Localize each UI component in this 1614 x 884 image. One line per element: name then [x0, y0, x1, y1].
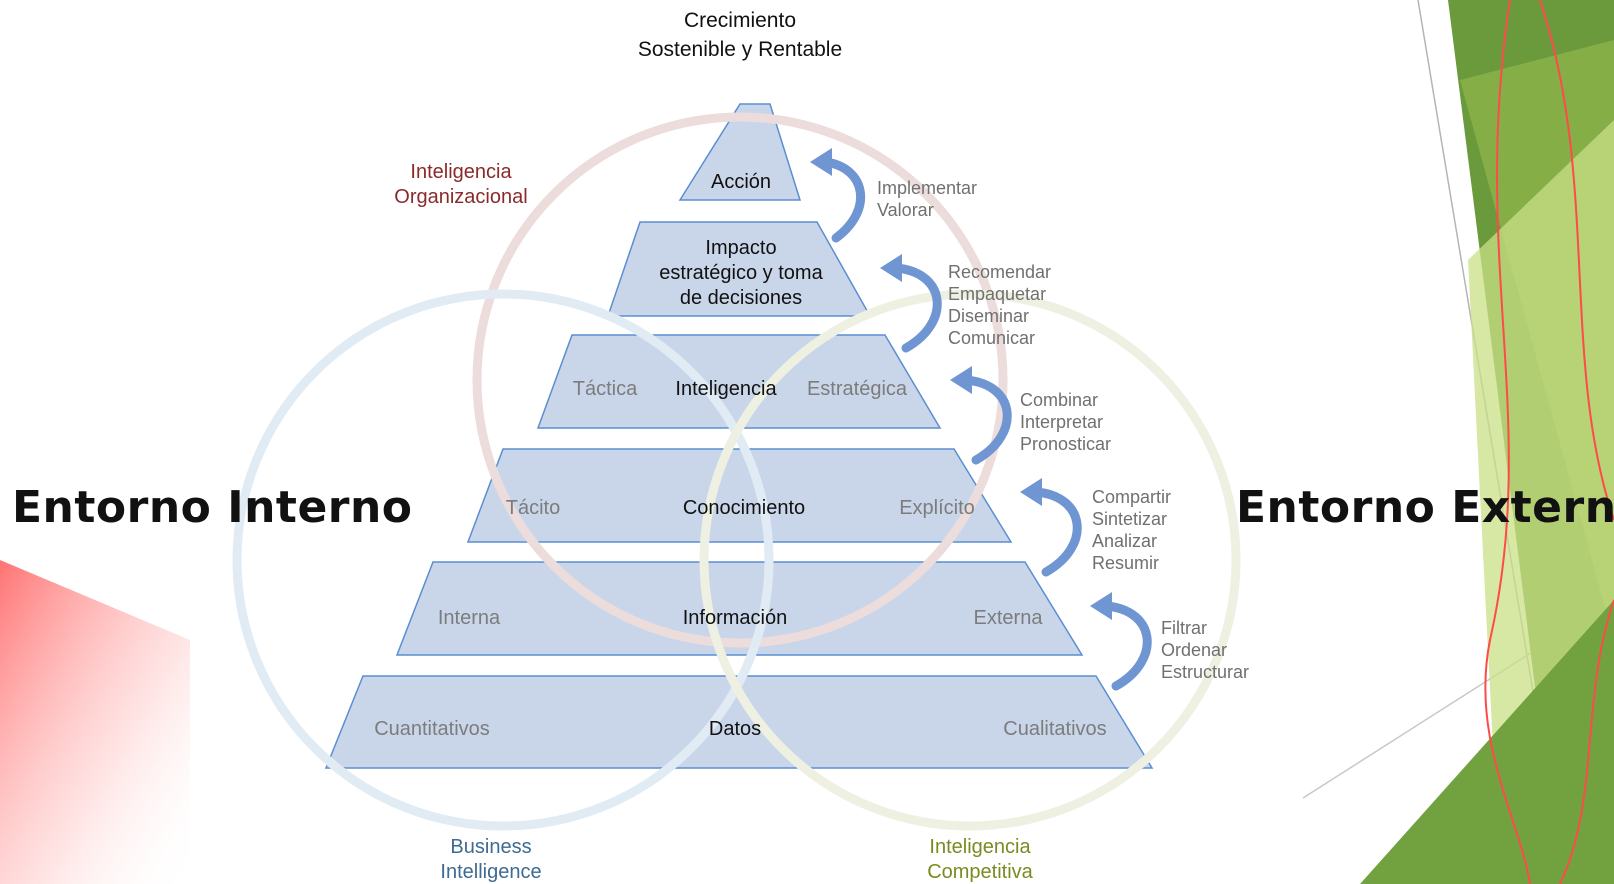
process-compartir-line4: Resumir [1092, 553, 1159, 573]
process-combinar-line1: Combinar [1020, 390, 1098, 410]
level-informacion-left: Interna [438, 607, 501, 629]
circle-organizational-intelligence [472, 112, 1008, 648]
process-combinar-line2: Interpretar [1020, 412, 1103, 432]
competitive-intelligence-label-line2: Competitiva [927, 861, 1033, 883]
organizational-intelligence-label-line2: Organizacional [394, 186, 527, 208]
pyramid-level-datos [324, 675, 1154, 769]
process-implementar-line1: Implementar [877, 178, 977, 198]
process-arrows [810, 148, 1152, 691]
process-recomendar-line3: Diseminar [948, 306, 1029, 326]
level-inteligencia-right: Estratégica [807, 378, 908, 400]
pyramid-level-inteligencia [536, 334, 942, 429]
circle-business-intelligence [232, 289, 774, 831]
process-filtrar-line3: Estructurar [1161, 662, 1249, 682]
right-theme-decoration [1302, 0, 1614, 884]
level-informacion-label: Información [683, 607, 788, 629]
business-intelligence-label-line2: Intelligence [440, 861, 541, 883]
process-implementar-line2: Valorar [877, 200, 934, 220]
process-compartir-line3: Analizar [1092, 531, 1157, 551]
level-impacto-label-line3: de decisiones [680, 287, 802, 309]
level-inteligencia-left: Táctica [573, 378, 638, 400]
process-compartir-line2: Sintetizar [1092, 509, 1167, 529]
pyramid-level-conocimiento [466, 448, 1013, 543]
circle-competitive-intelligence [699, 289, 1241, 831]
arrow-combinar [950, 366, 1012, 465]
process-combinar-line3: Pronosticar [1020, 434, 1111, 454]
arrow-filtrar [1090, 592, 1152, 691]
level-conocimiento-label: Conocimiento [683, 497, 805, 519]
process-filtrar-line2: Ordenar [1161, 640, 1227, 660]
level-informacion-right: Externa [974, 607, 1044, 629]
level-impacto-label-line1: Impacto [705, 237, 776, 259]
external-environment-heading: Entorno Externo [1236, 482, 1614, 533]
internal-environment-heading: Entorno Interno [12, 482, 413, 533]
process-recomendar-line4: Comunicar [948, 328, 1035, 348]
process-recomendar-line1: Recomendar [948, 262, 1051, 282]
process-compartir-line1: Compartir [1092, 487, 1171, 507]
level-datos-right: Cualitativos [1003, 718, 1106, 740]
level-conocimiento-left: Tácito [506, 497, 560, 519]
diagram-title-line1: Crecimiento [684, 9, 796, 32]
level-conocimiento-right: Explícito [899, 497, 975, 519]
arrow-implementar [810, 148, 866, 243]
competitive-intelligence-label-line1: Inteligencia [929, 836, 1031, 858]
pyramid [324, 103, 1154, 769]
level-inteligencia-label: Inteligencia [675, 378, 777, 400]
organizational-intelligence-label-line1: Inteligencia [410, 161, 512, 183]
level-impacto-label-line2: estratégico y toma [659, 262, 823, 284]
left-corner-decoration [0, 560, 190, 884]
level-datos-left: Cuantitativos [374, 718, 490, 740]
process-filtrar-line1: Filtrar [1161, 618, 1207, 638]
arrow-recomendar [880, 254, 942, 353]
level-datos-label: Datos [709, 718, 761, 740]
pyramid-level-accion [678, 103, 802, 201]
arrow-compartir [1020, 478, 1082, 577]
business-intelligence-label-line1: Business [450, 836, 531, 858]
process-recomendar-line2: Empaquetar [948, 284, 1046, 304]
level-accion-label: Acción [711, 171, 771, 193]
diagram-title-line2: Sostenible y Rentable [638, 38, 842, 61]
